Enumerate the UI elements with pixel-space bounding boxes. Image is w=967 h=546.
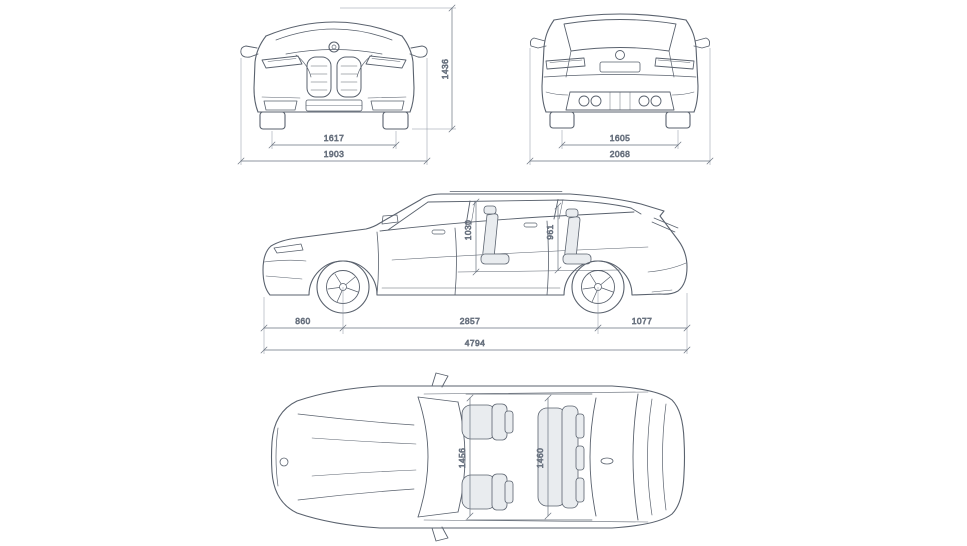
hood-lines <box>275 413 417 501</box>
dim-front-track-label: 1617 <box>324 133 345 143</box>
top-body-outline <box>270 385 686 529</box>
dim-overall-length: 4794 <box>260 338 691 354</box>
headlights <box>261 55 407 69</box>
top-view-dimensions: 1456 1460 <box>457 394 552 520</box>
dim-height: 1436 <box>440 4 456 133</box>
side-glasshouse <box>379 199 642 232</box>
dim-front-track: 1617 <box>268 133 400 149</box>
rear-view <box>529 13 711 129</box>
door-mirror-side <box>381 214 399 225</box>
side-view-dimensions: 1030 961 860 2857 1077 4794 <box>260 198 691 354</box>
kidney-grille <box>306 56 362 98</box>
dim-rear-interior-width-label: 1460 <box>535 448 545 469</box>
dim-rear-overhang-label: 1077 <box>632 316 653 326</box>
dim-front-headroom-label: 1030 <box>463 220 473 241</box>
dim-rear-headroom: 961 <box>545 202 562 274</box>
character-line <box>391 246 649 261</box>
license-plate-recess <box>599 61 641 73</box>
dim-front-interior-width-label: 1456 <box>457 448 467 469</box>
dim-front-width: 1903 <box>237 149 431 165</box>
rear-window <box>563 19 677 52</box>
dim-front-interior-width: 1456 <box>457 394 474 520</box>
front-air-intakes <box>261 96 407 112</box>
hood-crease-left <box>295 54 312 78</box>
bmw-roundel-icon <box>328 41 340 53</box>
side-view <box>262 191 688 314</box>
hood-crease-right <box>356 54 373 78</box>
dim-height-label: 1436 <box>440 59 450 80</box>
dim-front-overhang-label: 860 <box>295 316 310 326</box>
top-seats <box>461 403 585 511</box>
dim-rear-interior-width: 1460 <box>535 394 552 520</box>
side-mirrors-front-view <box>240 45 428 58</box>
dim-rear-headroom-label: 961 <box>545 224 555 239</box>
dim-rear-width: 2068 <box>526 149 714 165</box>
front-tires <box>259 111 409 130</box>
rear-tires <box>549 111 691 129</box>
dim-wheelbase-label: 2857 <box>460 316 481 326</box>
rear-view-dimensions: 1605 2068 <box>526 48 714 165</box>
dim-front-overhang: 860 <box>260 316 347 332</box>
door-lines <box>376 220 549 296</box>
dim-wheelbase: 2857 <box>342 316 602 332</box>
top-mirrors <box>431 372 449 542</box>
side-silhouette <box>262 193 688 296</box>
dim-rear-width-label: 2068 <box>610 149 631 159</box>
dim-rear-track-label: 1605 <box>610 133 631 143</box>
side-front-details <box>263 243 307 280</box>
side-seats <box>480 205 592 265</box>
bmw-roundel-top-icon <box>279 457 289 467</box>
dim-rear-overhang: 1077 <box>597 316 691 332</box>
front-view-dimensions: 1617 1903 1436 <box>237 4 456 165</box>
taillights <box>545 57 695 70</box>
rear-diffuser <box>565 91 675 111</box>
dim-overall-length-label: 4794 <box>465 338 486 348</box>
antenna-fin <box>600 457 614 465</box>
front-view <box>240 21 428 130</box>
top-glasshouse <box>417 391 667 523</box>
bmw-roundel-rear-icon <box>615 50 625 60</box>
top-view <box>270 372 686 542</box>
cabin-floor-line <box>457 269 621 273</box>
dim-rear-track: 1605 <box>558 133 682 149</box>
dim-front-width-label: 1903 <box>324 149 345 159</box>
side-mirrors-rear-view <box>529 37 711 49</box>
side-rear-details <box>647 217 687 293</box>
dim-front-headroom: 1030 <box>463 198 480 276</box>
